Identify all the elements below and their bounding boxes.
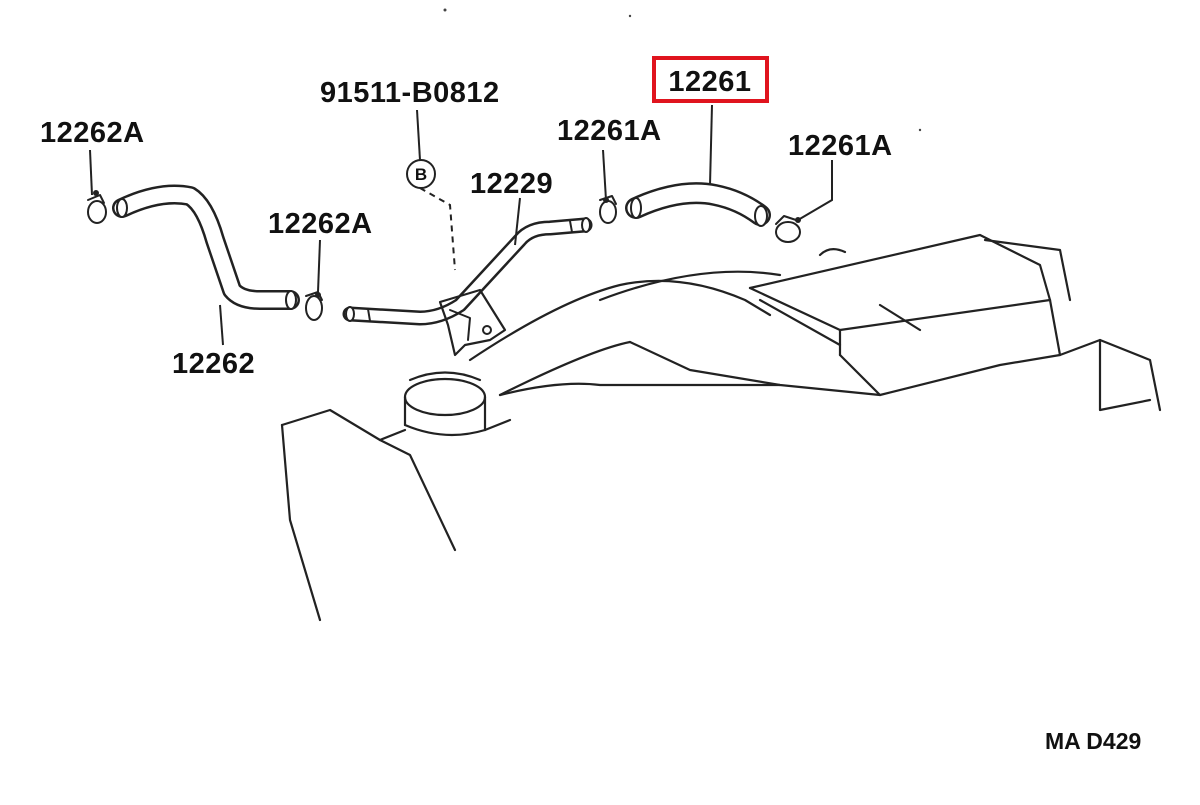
bolt-marker-letter: B xyxy=(415,165,427,184)
label-12261a-a[interactable]: 12261A xyxy=(557,115,662,147)
label-91511-b0812[interactable]: 91511-B0812 xyxy=(320,77,500,109)
engine-outline xyxy=(280,233,1162,622)
bolt-marker-b: B xyxy=(406,159,436,189)
hose-12261 xyxy=(625,182,771,227)
label-12261a-b[interactable]: 12261A xyxy=(788,130,893,162)
label-12262a-top[interactable]: 12262A xyxy=(40,117,145,149)
label-12229[interactable]: 12229 xyxy=(470,168,553,200)
pipe-bracket xyxy=(438,288,507,357)
hose-12262 xyxy=(112,184,300,310)
label-12261[interactable]: 12261 xyxy=(668,66,751,98)
highlight-box xyxy=(652,56,769,103)
label-12262a-mid[interactable]: 12262A xyxy=(268,208,373,240)
leader-lines xyxy=(89,104,833,346)
pipe-12229 xyxy=(342,217,593,326)
clamp-12261a-b xyxy=(775,215,801,243)
clamp-12262a-top xyxy=(87,194,107,224)
diagram-code: MA D429 xyxy=(1045,728,1141,754)
label-12262[interactable]: 12262 xyxy=(172,348,255,380)
